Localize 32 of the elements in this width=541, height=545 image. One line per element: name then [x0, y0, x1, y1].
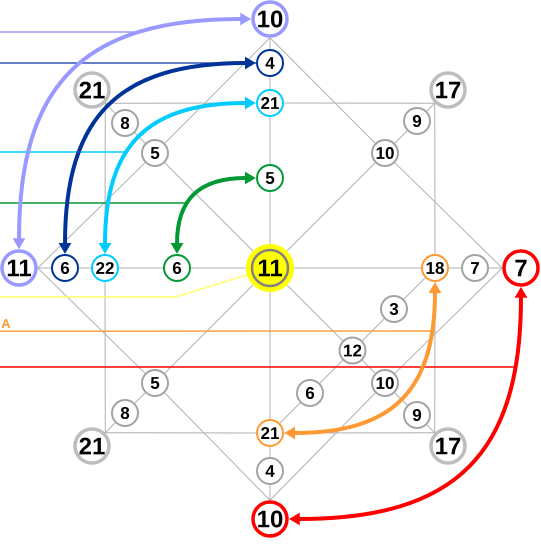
connecting-line [134, 392, 146, 404]
connecting-line [164, 162, 254, 252]
connecting-line [403, 277, 426, 300]
connecting-line [434, 102, 436, 254]
connecting-line [319, 360, 344, 384]
connecting-line [104, 432, 256, 434]
connecting-line [270, 392, 376, 501]
connecting-line [164, 37, 270, 144]
connecting-line [134, 132, 146, 144]
connecting-line [362, 360, 376, 374]
connecting-line [37, 162, 146, 268]
connecting-line [394, 162, 503, 268]
connecting-line [426, 424, 436, 434]
connecting-line [394, 130, 408, 144]
connecting-line [104, 422, 116, 434]
connecting-line [164, 392, 270, 501]
connecting-line [286, 284, 344, 342]
connecting-line [279, 402, 301, 424]
connecting-line [284, 102, 436, 104]
connecting-line [104, 102, 116, 114]
connecting-line [104, 282, 106, 434]
connecting-line [426, 102, 436, 112]
connecting-line [394, 392, 408, 406]
text-label: A [2, 319, 10, 328]
connecting-line [270, 37, 376, 144]
connecting-line [37, 268, 146, 374]
connecting-line [394, 268, 503, 374]
connecting-line [286, 162, 376, 252]
leader-line [0, 330, 432, 332]
connecting-line [362, 318, 385, 342]
leader-line [0, 274, 248, 298]
connecting-line [164, 284, 254, 374]
